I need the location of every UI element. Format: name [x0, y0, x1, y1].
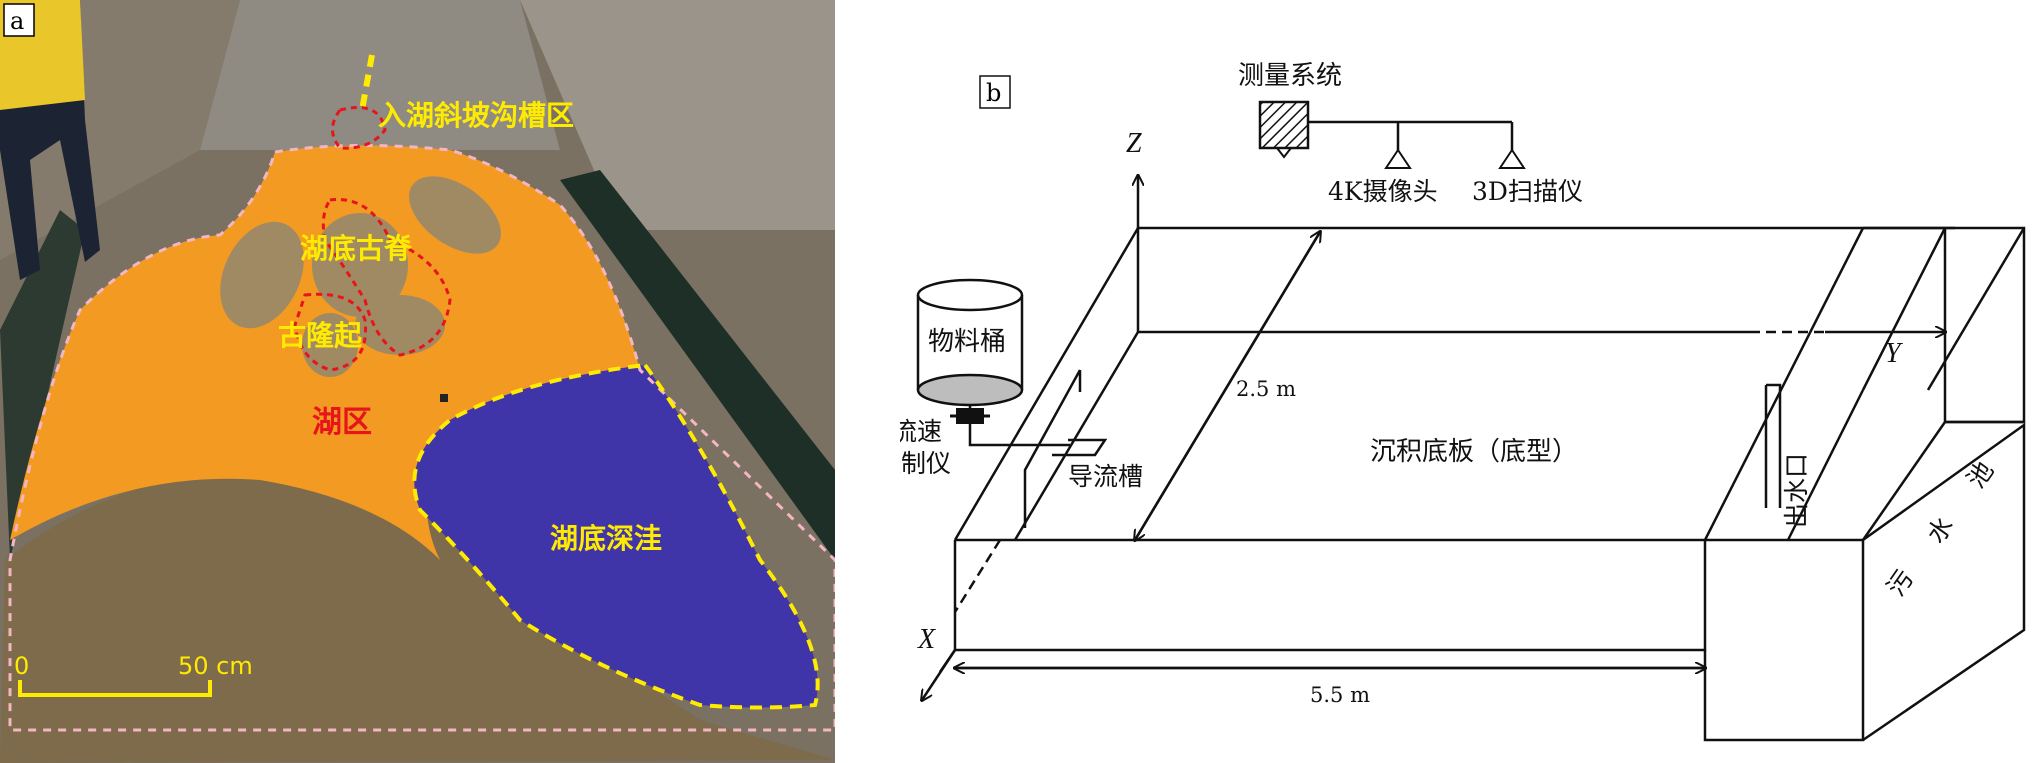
scanner-icon — [1498, 148, 1526, 169]
panel-b-tag: b — [986, 79, 1001, 107]
panel-a-tag-box — [3, 3, 35, 37]
ridge-3 — [409, 176, 501, 254]
label-z-axis: Z — [1126, 128, 1142, 159]
floor-left-diagonal — [1013, 331, 1140, 541]
outlet-slot — [1764, 383, 1782, 508]
photo-illustration: 0 50 cm 入湖斜坡沟槽区 湖底古脊 古隆起 湖区 湖底深洼 a — [0, 0, 835, 763]
measurement-wiring — [1308, 120, 1514, 150]
label-camera: 4K摄像头 — [1328, 177, 1438, 206]
panel-b-tag-box — [979, 75, 1011, 109]
bucket-sides — [916, 295, 1024, 390]
label-pool-char2: 水 — [1921, 511, 1959, 548]
left-edge — [0, 210, 85, 560]
panel-a-photo: 0 50 cm 入湖斜坡沟槽区 湖底古脊 古隆起 湖区 湖底深洼 a — [0, 0, 835, 763]
measurement-box — [1258, 100, 1310, 150]
trough-line-dashed — [359, 54, 375, 111]
pool-front-face — [1703, 538, 1865, 742]
pool-inner-edges — [1786, 389, 1947, 541]
label-pool-char1: 污 — [1881, 564, 1919, 601]
ridge-1 — [220, 221, 304, 329]
label-base-plate: 沉积底板（底型） — [1370, 437, 1578, 467]
blue-water — [414, 365, 818, 708]
right-edge — [560, 170, 835, 560]
label-uplift: 古隆起 — [278, 319, 363, 352]
tank-front-face — [953, 540, 1707, 652]
label-slope-trough: 入湖斜坡沟槽区 — [378, 99, 574, 132]
bucket-bottom — [916, 373, 1024, 407]
lake-boundary-dashed — [8, 143, 835, 732]
tank-top-right-edge — [1703, 227, 1865, 541]
pool-back-top — [1863, 226, 2026, 424]
feed-pipe — [968, 405, 1070, 447]
label-material-bucket: 物料桶 — [928, 327, 1006, 357]
measurement-mount — [1274, 147, 1294, 159]
pool-top-diagonals — [1861, 227, 2026, 391]
label-scanner: 3D扫描仪 — [1472, 177, 1583, 206]
label-flow-controller-line2: 控制仪 — [900, 449, 951, 478]
camera-icon — [1384, 148, 1412, 169]
label-depression: 湖底深洼 — [550, 522, 662, 555]
scale-start-label: 0 — [14, 652, 29, 680]
marker-dot — [440, 394, 448, 402]
label-outlet: 出水口 — [1782, 453, 1811, 528]
label-width-dim: 2.5 m — [1236, 377, 1296, 401]
label-lake: 湖区 — [312, 405, 372, 440]
trough-chute — [1052, 438, 1108, 457]
width-dim-arrow-down — [1135, 231, 1322, 540]
label-length-dim: 5.5 m — [1310, 683, 1370, 707]
label-measurement-system: 测量系统 — [1238, 61, 1342, 91]
ridge-outline-dashed — [321, 198, 452, 357]
label-flow-controller-line1: 流速 — [900, 417, 942, 446]
bucket-top — [916, 278, 1024, 312]
panel-a-tag: a — [10, 7, 24, 35]
pool-right-face — [1862, 422, 2026, 742]
label-diversion-trough: 导流槽 — [1068, 462, 1143, 491]
scale-end-label: 50 cm — [178, 652, 253, 680]
label-ridge: 湖底古脊 — [300, 232, 413, 265]
depression-boundary-dashed — [412, 362, 820, 710]
trough-area-dashed — [331, 106, 387, 150]
panel-b-schematic: b 测量系统 4K摄像头 3D扫描仪 Z Y X — [900, 0, 2034, 763]
label-y-axis: Y — [1885, 338, 1904, 369]
label-x-axis: X — [917, 624, 936, 655]
x-axis-arrow — [922, 649, 957, 700]
back-channel — [200, 0, 560, 150]
ridge-4 — [355, 295, 445, 355]
tank-top-left-edge — [953, 227, 1140, 541]
schematic-diagram: b 测量系统 4K摄像头 3D扫描仪 Z Y X — [900, 61, 2026, 742]
trough-left-wall — [1023, 369, 1082, 528]
x-axis-dashed — [953, 539, 1002, 613]
ridge-5 — [302, 313, 358, 377]
label-pool-char3: 池 — [1961, 456, 1999, 493]
ridge-2 — [312, 213, 408, 317]
